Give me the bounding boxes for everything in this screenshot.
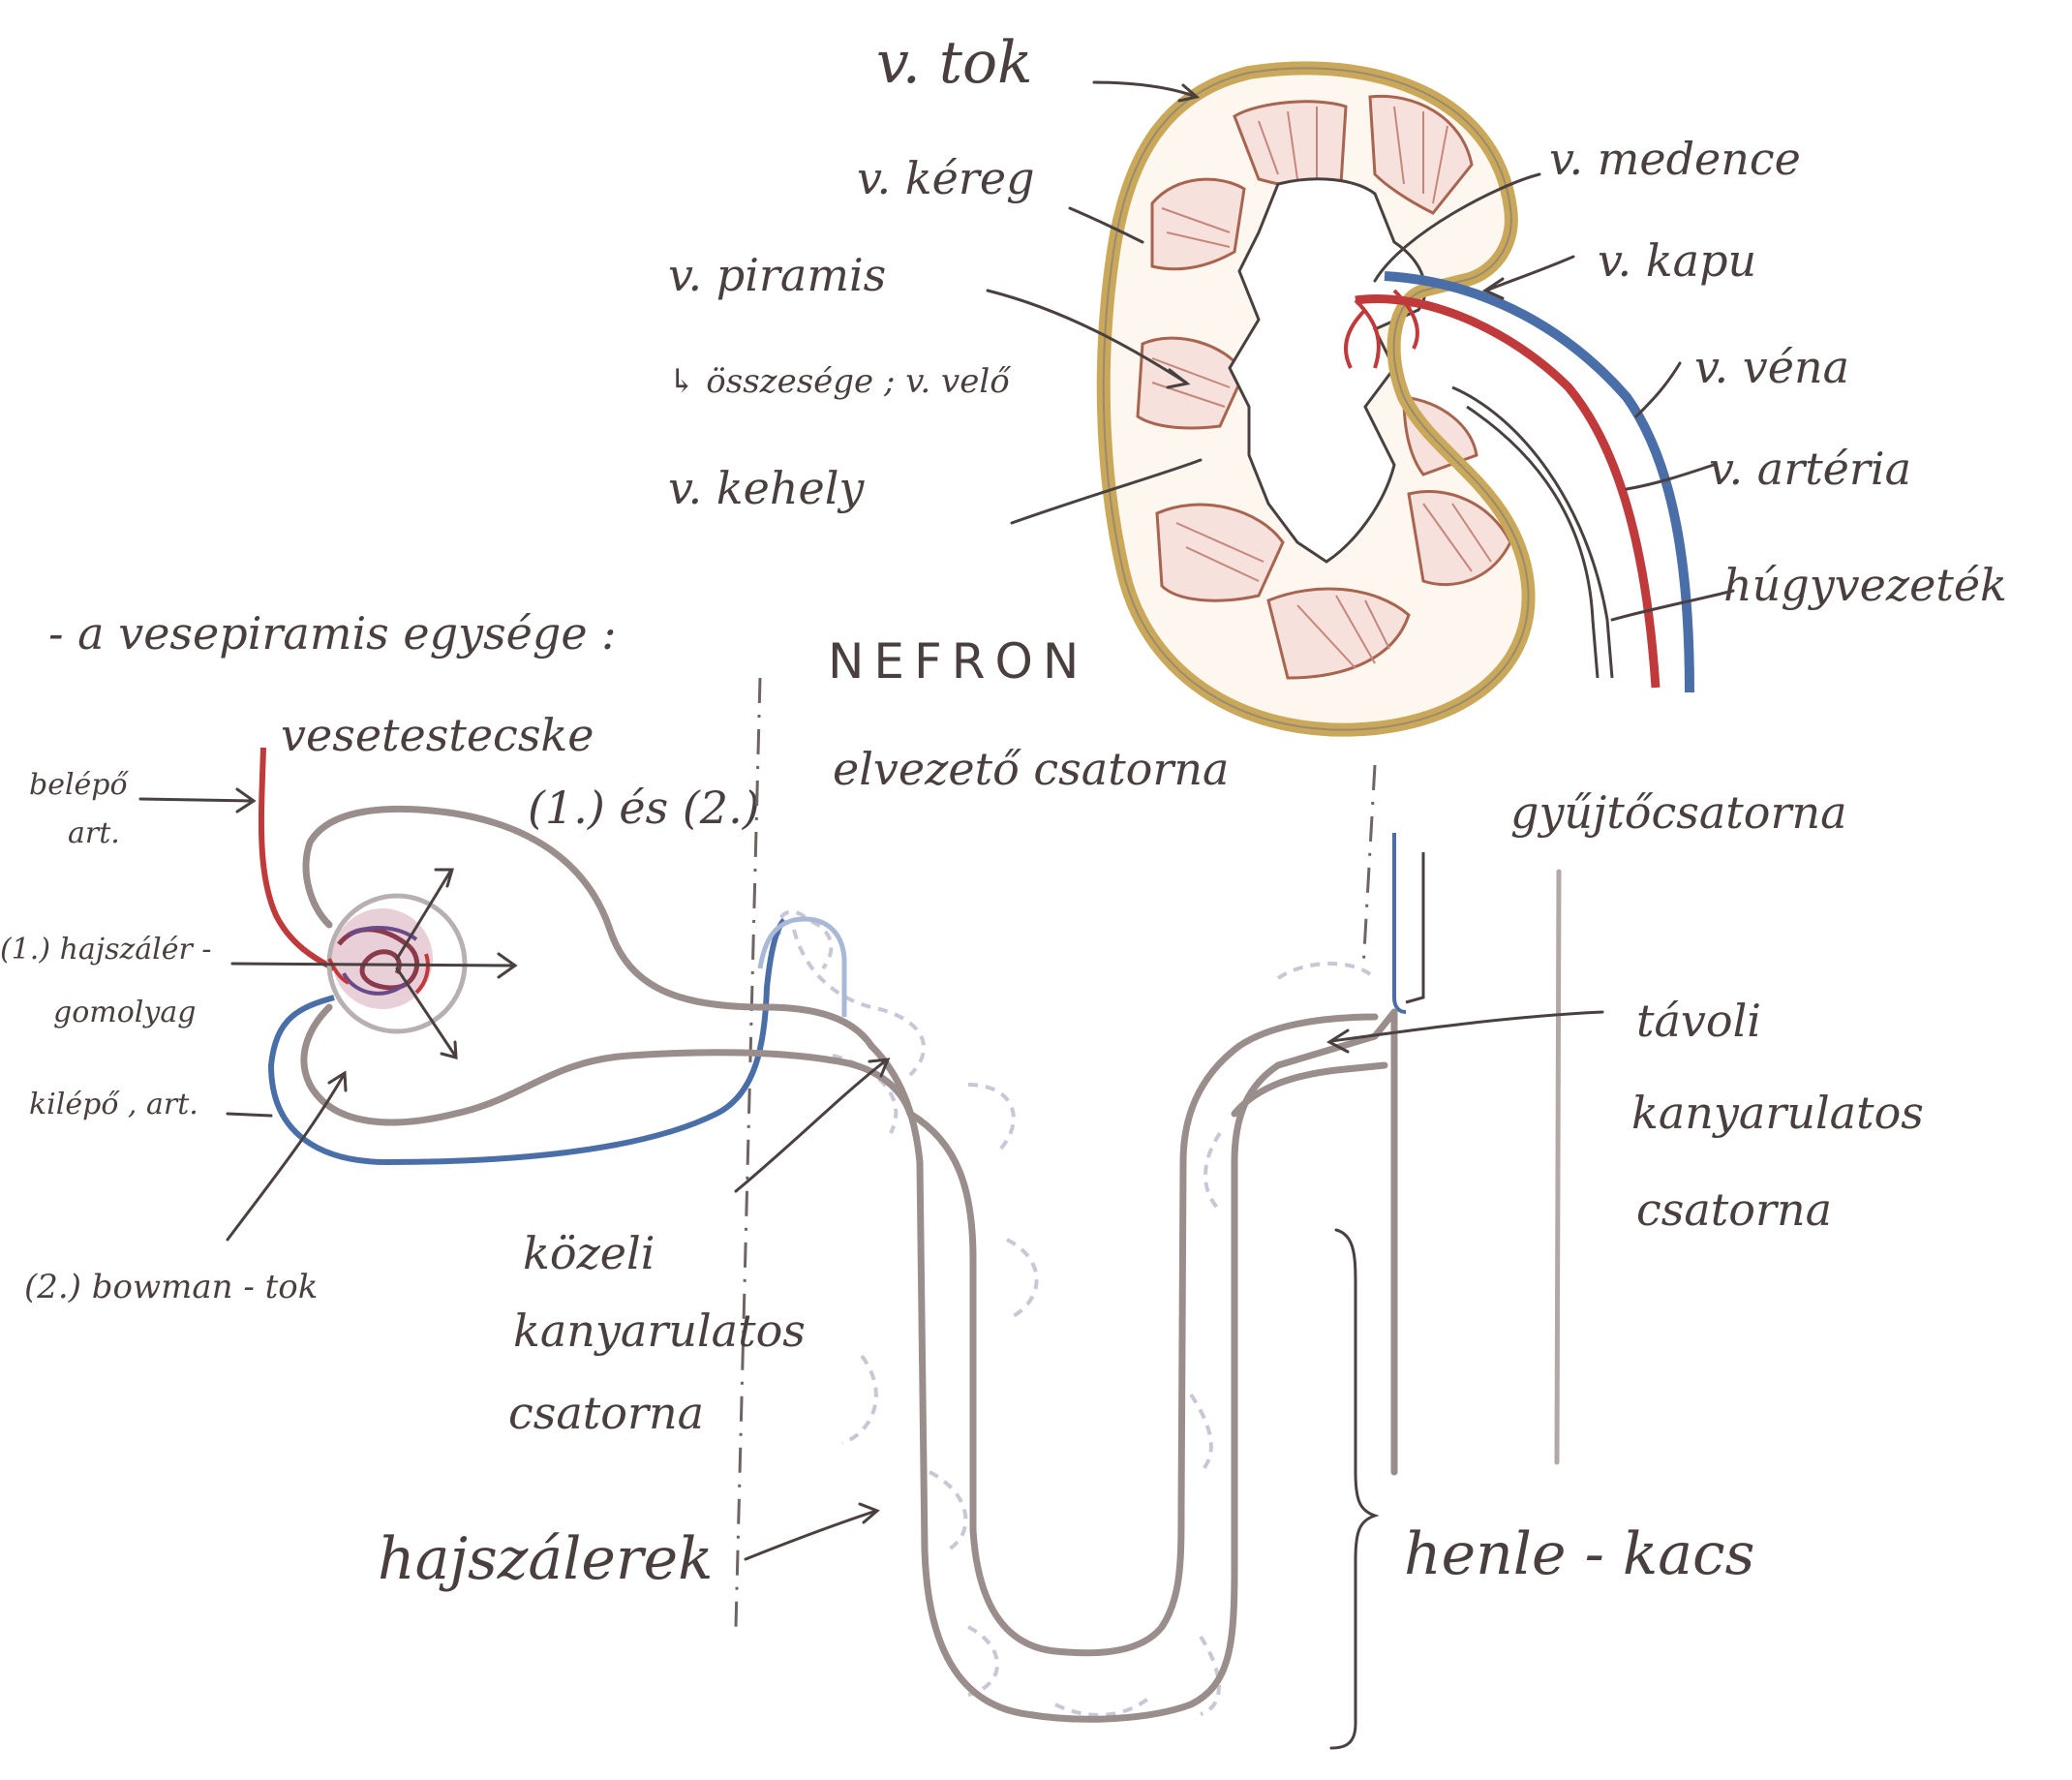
- label-kapu: v. kapu: [1598, 234, 1756, 287]
- renal-vein: [1384, 271, 1694, 693]
- label-elvezeto: elvezető csatorna: [833, 743, 1229, 795]
- label-belepo-2: art.: [68, 816, 120, 850]
- label-koreli-2: kanyarulatos: [513, 1304, 806, 1357]
- label-kehely: v. kehely: [668, 462, 865, 514]
- label-gyujto: gyűjtőcsatorna: [1510, 786, 1847, 839]
- section-dividers: [734, 677, 1377, 1628]
- efferent-arteriole: [267, 917, 787, 1166]
- label-belepo-1: belépő: [29, 768, 130, 802]
- bowman-capsule-outer: [302, 805, 875, 1050]
- label-arteria: v. artéria: [1709, 443, 1911, 495]
- ureter: [1451, 385, 1614, 679]
- pyramid-striations: [1151, 106, 1492, 669]
- label-vena: v. véna: [1694, 341, 1849, 393]
- collecting-duct: [1390, 833, 1562, 1476]
- label-hajszaler-2: gomolyag: [53, 996, 196, 1029]
- label-heading: - a vesepiramis egysége :: [48, 607, 617, 660]
- label-vesetestecske: vesetestecske: [281, 709, 594, 761]
- label-tok: v. tok: [876, 29, 1033, 97]
- capillary-network: [777, 909, 1377, 1717]
- nephron-pointers: [138, 787, 1604, 1750]
- label-tavoli-2: kanyarulatos: [1631, 1087, 1924, 1139]
- renal-artery: [1355, 294, 1661, 689]
- label-egyseg-szamok: (1.) és (2.): [528, 782, 760, 834]
- label-piramis: v. piramis: [668, 249, 886, 301]
- kidney-pointers: [986, 80, 1735, 622]
- label-kereg: v. kéreg: [857, 152, 1035, 204]
- nephron-headings: - a vesepiramis egysége : NEFRON vesetes…: [48, 607, 1847, 839]
- label-tavoli-3: csatorna: [1636, 1183, 1832, 1236]
- label-osszesege: ↳ összesége ; v. velő: [668, 362, 1011, 401]
- label-koreli-3: csatorna: [508, 1387, 704, 1439]
- label-medence: v. medence: [1549, 133, 1801, 185]
- label-henle: henle - kacs: [1404, 1520, 1754, 1588]
- henle-loop: [868, 1008, 1398, 1723]
- renal-corpuscle: [258, 747, 914, 1166]
- label-nefron: NEFRON: [828, 633, 1088, 690]
- label-bowman: (2.) bowman - tok: [24, 1268, 318, 1306]
- label-hugyvezetek: húgyvezeték: [1723, 559, 2007, 611]
- kidney-labels: v. tok v. kéreg v. piramis ↳ összesége ;…: [668, 29, 2007, 611]
- label-hajszaler-1: (1.) hajszálér -: [0, 933, 212, 967]
- label-koreli-1: közeli: [523, 1227, 655, 1279]
- label-kilepo: kilépő , art.: [29, 1088, 198, 1121]
- label-hajszalerek: hajszálerek: [378, 1525, 713, 1593]
- label-tavoli-1: távoli: [1636, 995, 1761, 1047]
- proximal-tubule-outline: [757, 916, 847, 1017]
- nephron-labels: belépő art. (1.) hajszálér - gomolyag ki…: [0, 768, 1924, 1593]
- afferent-arteriole: [258, 747, 336, 971]
